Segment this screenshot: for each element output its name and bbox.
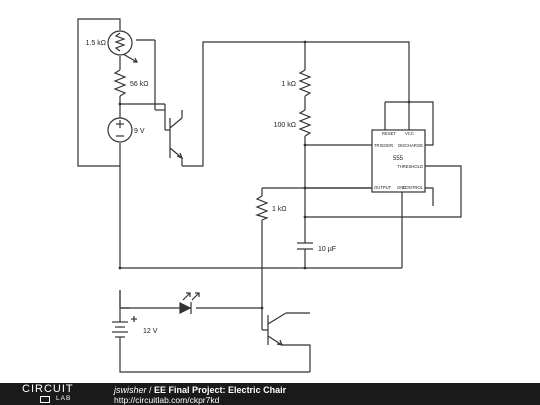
transistor-q1 <box>155 109 184 166</box>
pin-threshold: THRESHOLD <box>397 164 423 169</box>
footer-bar: CIRCUIT LAB jswisher / EE Final Project:… <box>0 383 540 405</box>
battery-12v-label: 12 V <box>143 328 158 335</box>
ldr-resistor <box>107 30 155 63</box>
battery-12v <box>112 300 137 350</box>
pin-trigger: TRIGGER <box>374 143 393 148</box>
circuit-url[interactable]: http://circuitlab.com/ckpr7kd <box>114 395 220 405</box>
capacitor-label: 10 µF <box>318 246 336 253</box>
project-title: EE Final Project: Electric Chair <box>154 385 287 395</box>
junction-dots <box>118 40 411 310</box>
capacitor <box>297 240 313 252</box>
pin-gnd: GND <box>397 185 406 190</box>
logo-chip-icon <box>40 396 50 403</box>
pin-discharge: DISCHARGE <box>398 143 423 148</box>
circuitlab-logo[interactable]: CIRCUIT LAB <box>22 384 96 404</box>
pin-output: OUTPUT <box>374 185 392 190</box>
resistor-56k <box>113 69 127 97</box>
author-name[interactable]: jswisher <box>114 385 147 395</box>
circuit-schematic: 1.5 kΩ 56 kΩ 9 V 1 kΩ 100 kΩ RESET VCC <box>77 18 462 373</box>
resistor-100k <box>298 109 312 137</box>
battery-9v <box>107 117 133 143</box>
resistor-1k-mid-label: 1 kΩ <box>272 206 287 213</box>
pin-vcc: VCC <box>405 131 414 136</box>
title-separator: / <box>146 385 155 395</box>
resistor-1k-top-label: 1 kΩ <box>281 81 296 88</box>
battery-9v-label: 9 V <box>134 128 145 135</box>
wires <box>77 18 462 373</box>
transistor-q2 <box>262 312 287 346</box>
logo-bottom-text: LAB <box>56 395 72 402</box>
ldr-label: 1.5 kΩ <box>86 40 106 47</box>
logo-top-text: CIRCUIT <box>22 383 74 395</box>
timer-name: 555 <box>393 156 404 162</box>
resistor-100k-label: 100 kΩ <box>274 122 296 129</box>
resistor-1k-top <box>298 69 312 97</box>
resistor-56k-label: 56 kΩ <box>130 81 148 88</box>
circuit-title: jswisher / EE Final Project: Electric Ch… <box>114 385 286 395</box>
resistor-1k-mid <box>255 195 269 221</box>
pin-reset: RESET <box>382 131 396 136</box>
pin-control: CONTROL <box>403 185 424 190</box>
led <box>179 292 200 314</box>
timer-555: RESET VCC TRIGGER DISCHARGE 555 THRESHOL… <box>371 129 426 193</box>
